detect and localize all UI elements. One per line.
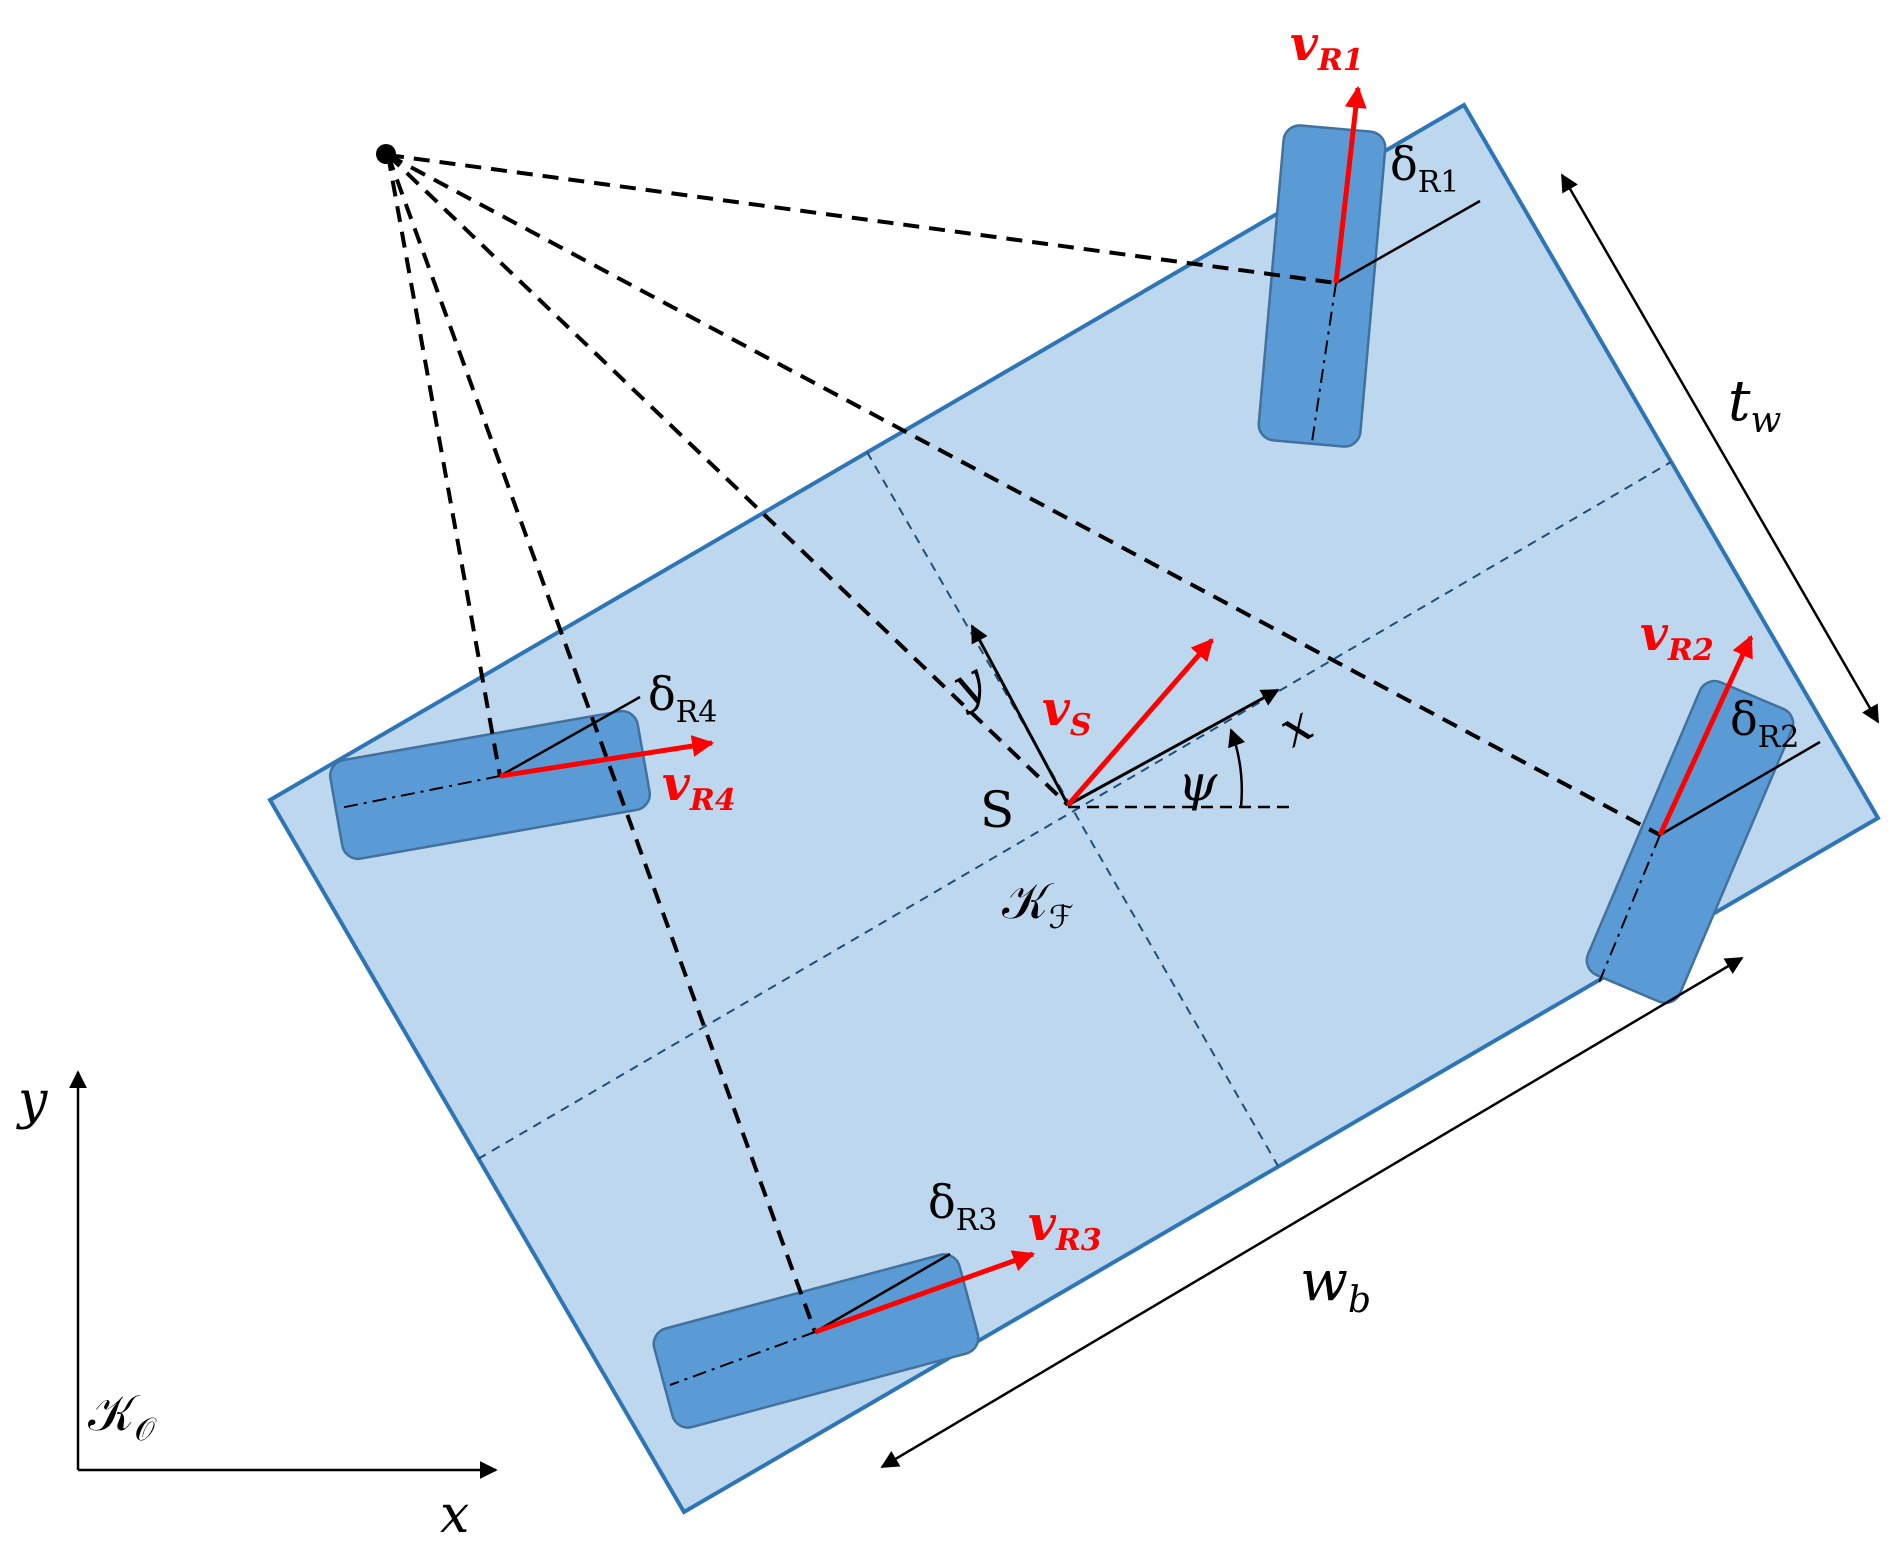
body-x-axis-arrow (1067, 688, 1280, 807)
longitudinal-centerline (477, 461, 1672, 1160)
steer-r3-label: δR3 (928, 1175, 997, 1238)
instantaneous-center-point (376, 144, 396, 164)
yaw-angle-label: ψ (1178, 754, 1218, 812)
velocity-s-label: vS (1042, 681, 1092, 743)
yaw-angle-arc (1228, 728, 1246, 808)
velocity-s-arrow (1066, 638, 1214, 807)
vehicle-body (267, 102, 1881, 1515)
velocity-r1-arrow (1333, 85, 1367, 284)
wheel-r4 (328, 709, 652, 861)
global-y-label: y (16, 1071, 48, 1131)
wheelbase-label: wb (1300, 1249, 1371, 1321)
center-point-label: S (980, 781, 1014, 839)
icr-rays (386, 153, 1661, 1333)
velocity-r4-label: vR4 (662, 756, 736, 818)
origin-frame-label: 𝒦𝒪 (88, 1384, 157, 1448)
wheel-r1 (1257, 124, 1387, 448)
track-width-dimension-arrow (1560, 173, 1880, 724)
steer-r1-label: δR1 (1390, 137, 1459, 200)
body-y-axis-arrow (970, 624, 1070, 806)
steer-r4-label: δR4 (648, 667, 717, 730)
track-width-label: tw (1728, 369, 1782, 441)
velocity-r3-label: vR3 (1028, 1196, 1102, 1258)
velocity-r1-label: vR1 (1290, 16, 1364, 78)
global-x-label: x (440, 1485, 469, 1545)
velocity-r2-label: vR2 (1640, 606, 1714, 668)
body-frame-label: 𝒦ℱ (1002, 872, 1074, 936)
velocity-r4-arrow (499, 735, 715, 779)
steer-r2-label: δR2 (1730, 692, 1799, 755)
wheelbase-dimension-arrow (880, 956, 1744, 1469)
